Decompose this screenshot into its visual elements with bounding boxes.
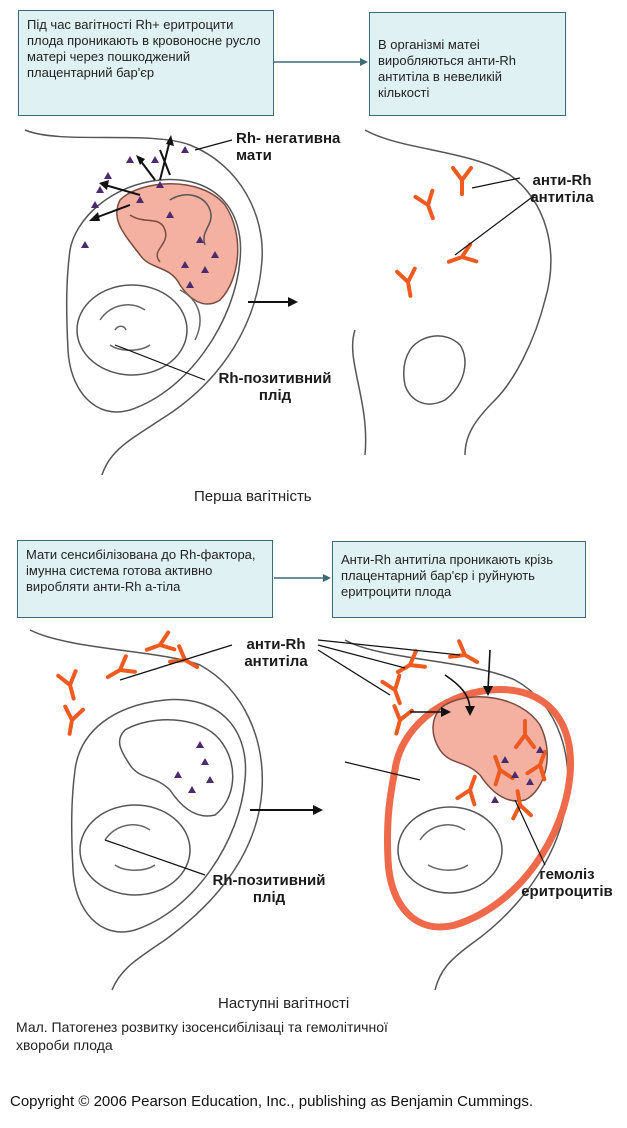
anti-rh-antibodies-top [395, 166, 479, 300]
bottom-left-info-text: Мати сенсибілізована до Rh-фактора, імун… [26, 547, 256, 594]
fetus-pointer-top [114, 344, 206, 381]
label-rh-positive-fetus-bottom: Rh-позитивний плід [212, 872, 326, 906]
bottom-left-info-box: Мати сенсибілізована до Rh-фактора, імун… [17, 540, 273, 618]
hemolysis-pointer [514, 799, 546, 866]
antibody-pointer-bottom-right-2 [317, 649, 391, 696]
caption-subsequent-pregnancies: Наступні вагітності [218, 995, 350, 1012]
caption-first-pregnancy: Перша вагітність [194, 488, 312, 505]
top-right-info-text: В організмі матеі виробляються анти-Rh а… [378, 37, 517, 100]
placenta-pointer [344, 761, 421, 781]
top-right-info-box: В організмі матеі виробляються анти-Rh а… [369, 12, 566, 116]
figure-caption: Мал. Патогенез розвитку ізосенсибілізаці… [16, 1019, 388, 1053]
antibody-pointer-bottom-right-1 [317, 644, 406, 669]
subsequent-pregnancy-mother [29, 629, 264, 991]
label-rh-negative-mother: Rh- негативна мати [236, 130, 341, 164]
postpartum-mother [351, 129, 552, 456]
bottom-right-info-text: Анти-Rh антитіла проникають крізь плацен… [341, 552, 554, 599]
first-pregnancy-mother [24, 129, 263, 476]
top-left-info-box: Під час вагітності Rh+ еритроцити плода … [18, 10, 274, 116]
bottom-right-info-box: Анти-Rh антитіла проникають крізь плацен… [332, 541, 586, 618]
top-left-info-text: Під час вагітності Rh+ еритроцити плода … [27, 17, 261, 80]
antibody-pointer-bottom-right-3 [317, 639, 461, 656]
label-rh-positive-fetus-top: Rh-позитивний плід [218, 370, 332, 404]
antibody-pointer-top-2 [454, 194, 536, 256]
antibody-pointer-top-1 [471, 177, 521, 189]
antibody-pointer-bottom-left [119, 644, 233, 681]
label-hemolysis: гемоліз еритроцитів [521, 866, 613, 900]
label-anti-rh-antibodies-bottom: анти-Rh антитіла [244, 636, 308, 670]
fetus-pointer-bottom [104, 839, 206, 876]
cell-escape-arrows-top [94, 139, 171, 219]
copyright-notice: Copyright © 2006 Pearson Education, Inc.… [10, 1093, 534, 1110]
sensitized-mother [344, 639, 575, 991]
mother-pointer [194, 139, 233, 151]
label-anti-rh-antibodies-top: анти-Rh антитіла [530, 172, 594, 206]
